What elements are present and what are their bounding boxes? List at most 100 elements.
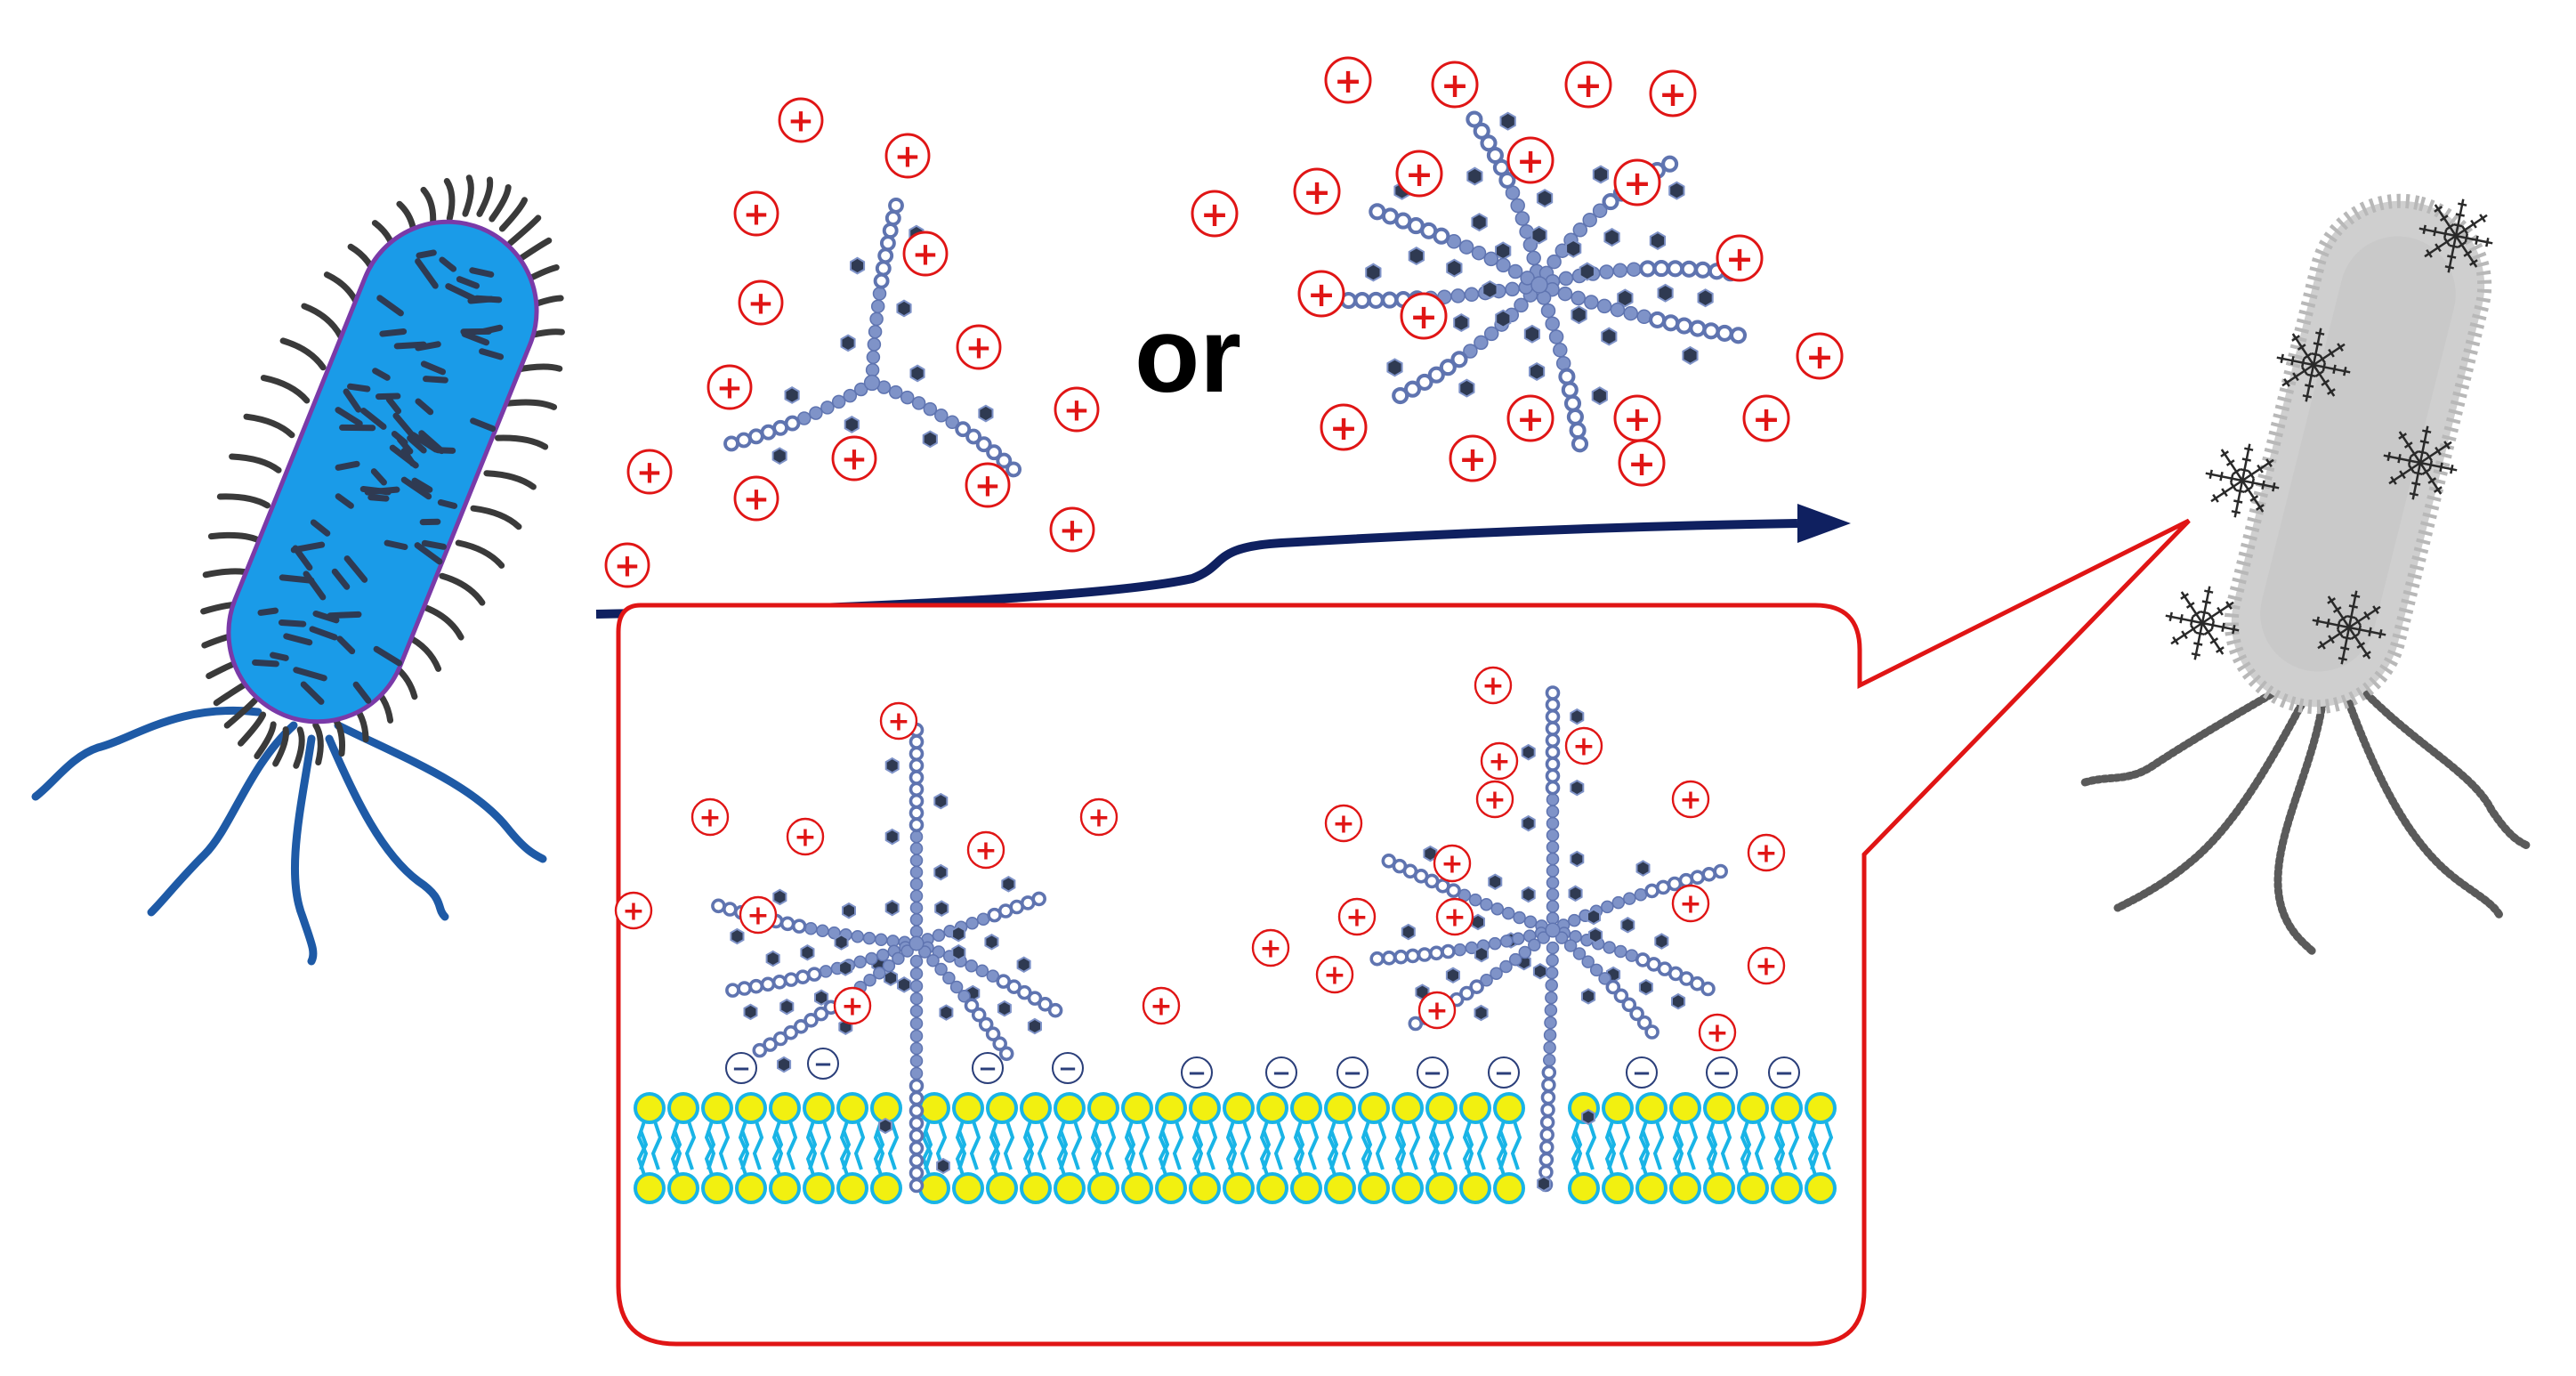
- lipid-head: [1669, 1172, 1701, 1204]
- positive-charge-sign: +: [1458, 440, 1487, 479]
- positive-charge-sign: +: [1623, 164, 1651, 203]
- polymer-bead: [926, 953, 940, 967]
- polymer-bead: [1499, 935, 1514, 948]
- polymer-bead: [843, 388, 858, 403]
- polymer-bead: [1540, 303, 1556, 319]
- positive-charge: +: [1079, 797, 1118, 837]
- lipid-head: [701, 1172, 733, 1204]
- positive-charge: +: [1049, 506, 1095, 553]
- lipid-head: [986, 1092, 1018, 1124]
- positive-charge-sign: +: [1516, 400, 1545, 439]
- polymer-bead: [888, 384, 903, 400]
- lipid-head: [1669, 1092, 1701, 1124]
- flagellum: [290, 734, 318, 966]
- lipid-head: [1771, 1172, 1803, 1204]
- positive-charge-sign: +: [1627, 444, 1656, 483]
- drug-hexagon: [772, 888, 787, 906]
- polymer-bead: [908, 1103, 925, 1119]
- drug-hexagon: [1638, 978, 1653, 996]
- polymer-bead: [1546, 829, 1560, 842]
- drug-hexagon: [1446, 258, 1463, 278]
- polymer-bead: [783, 972, 799, 987]
- polymer-bead: [1584, 295, 1599, 310]
- lipid-head: [1189, 1172, 1221, 1204]
- polymer-bead: [1569, 422, 1587, 440]
- drug-hexagon: [1657, 283, 1674, 303]
- positive-charge: +: [833, 986, 872, 1025]
- polymer-bead: [1649, 311, 1667, 328]
- positive-charge: +: [1337, 897, 1377, 936]
- positive-charge-sign: +: [1623, 400, 1651, 439]
- positive-charge-sign: +: [1329, 409, 1358, 448]
- or-label: or: [1135, 295, 1241, 415]
- polymer-bead: [1546, 941, 1560, 955]
- polymer-bead: [1545, 685, 1561, 700]
- polymer-bead: [1031, 891, 1046, 907]
- positive-charge: +: [1324, 56, 1372, 104]
- polymer-bead: [909, 954, 924, 968]
- positive-charge-sign: +: [1303, 173, 1331, 212]
- polymer-bead: [908, 1115, 925, 1131]
- polymer-bead: [1555, 355, 1571, 371]
- lipid-head: [1493, 1172, 1525, 1204]
- drug-hexagon: [1453, 312, 1470, 333]
- polymer-bead: [996, 452, 1013, 469]
- lipid-tails: [1191, 1121, 1218, 1176]
- drug-hexagon: [884, 969, 899, 987]
- lipid-head: [870, 1092, 902, 1124]
- polymer-bead: [908, 1078, 925, 1094]
- polymer-bead: [1545, 721, 1561, 736]
- polymer-bead: [1505, 281, 1520, 297]
- negative-charge-sign: −: [1343, 1060, 1362, 1087]
- lipid-tails: [1706, 1121, 1732, 1176]
- drug-hexagon: [777, 1056, 792, 1073]
- polymer-bead: [1661, 155, 1679, 173]
- polymer-bead: [909, 842, 924, 855]
- polymer-bead: [908, 746, 925, 762]
- polymer-bead: [1369, 203, 1386, 221]
- drug-hexagon: [1408, 247, 1425, 266]
- lipid-head: [1602, 1092, 1634, 1124]
- negative-charge: −: [1625, 1056, 1659, 1089]
- negative-charge-sign: −: [813, 1051, 833, 1078]
- drug-hexagon: [1570, 850, 1585, 868]
- lipid-tails: [636, 1121, 663, 1176]
- polymer-bead: [985, 1026, 1001, 1041]
- positive-charge-sign: +: [1752, 400, 1781, 439]
- polymer-bead: [760, 976, 776, 992]
- positive-charge-sign: +: [1323, 960, 1345, 992]
- positive-charge: +: [1506, 136, 1554, 184]
- lipid-head: [634, 1092, 666, 1124]
- positive-charge: +: [614, 891, 653, 930]
- negative-charge: −: [971, 1051, 1005, 1085]
- polymer-bead: [1639, 260, 1657, 278]
- lipid-tails: [1638, 1121, 1665, 1176]
- live-bacterium-body: [226, 219, 539, 724]
- polymer-bead: [1545, 316, 1560, 331]
- polymer-bead: [918, 945, 932, 959]
- drug-hexagon: [1532, 963, 1547, 980]
- polymer-bead: [1563, 939, 1578, 952]
- negative-charge-sign: −: [1272, 1060, 1291, 1087]
- polymer-bead: [908, 1153, 925, 1169]
- drug-hexagon: [1365, 263, 1382, 282]
- polymer-bead: [998, 1046, 1014, 1062]
- negative-charge-sign: −: [1712, 1060, 1732, 1087]
- polymer-bead: [909, 1054, 924, 1068]
- positive-charge: +: [1054, 386, 1100, 433]
- lipid-tails: [1090, 1121, 1117, 1176]
- polymer-bead: [1381, 854, 1397, 869]
- drug-hexagon: [1482, 279, 1498, 300]
- pilus: [216, 493, 271, 509]
- drug-hexagon: [1654, 933, 1669, 950]
- positive-charge-sign: +: [1334, 61, 1362, 101]
- drug-hexagon: [784, 386, 800, 404]
- drug-hexagon: [1495, 309, 1512, 328]
- lipid-head: [1392, 1092, 1424, 1124]
- polymer-bead: [1581, 955, 1595, 968]
- large-star-polymer: +++++++++++++++++++: [1191, 56, 1844, 487]
- drug-hexagon: [1565, 239, 1582, 258]
- positive-charge-sign: +: [1706, 1018, 1728, 1049]
- positive-charge: +: [1431, 61, 1479, 109]
- polymer-bead: [865, 362, 880, 377]
